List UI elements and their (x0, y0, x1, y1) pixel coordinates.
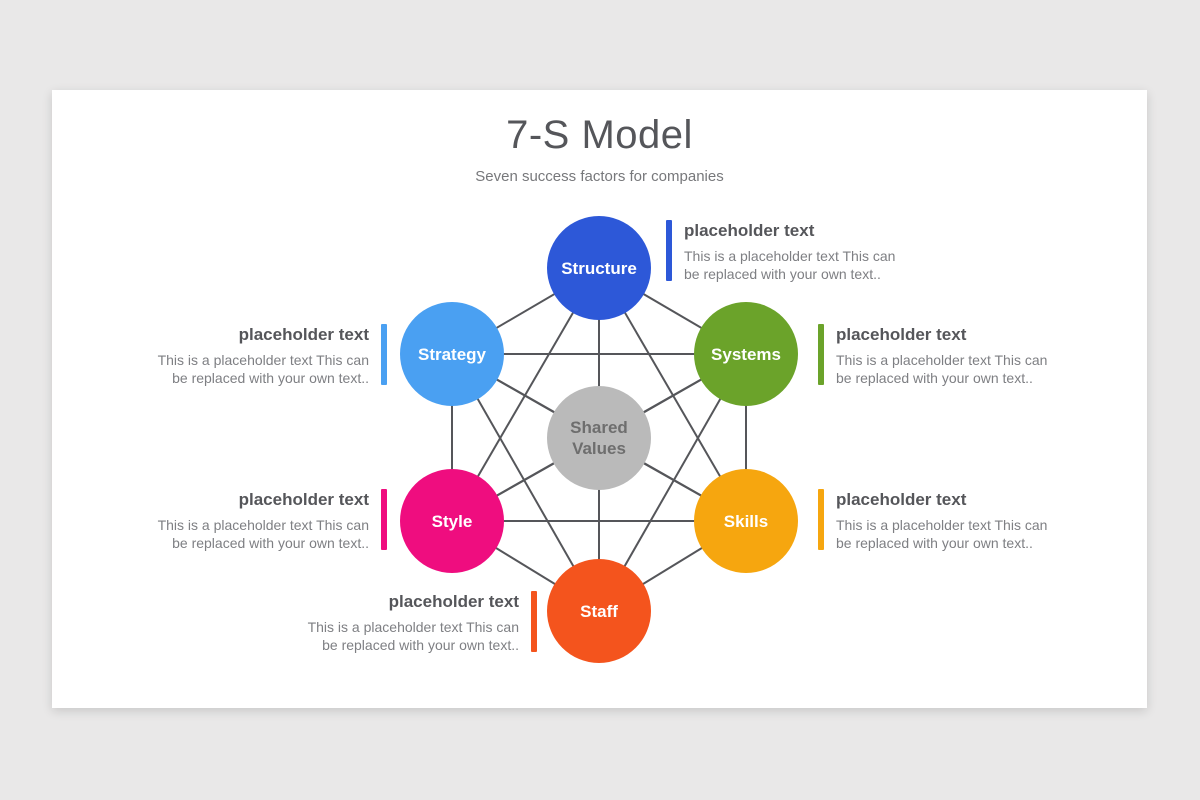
node-label: Staff (580, 601, 618, 621)
annotation-title: placeholder text (238, 490, 369, 509)
node-label: Skills (723, 511, 769, 531)
node-shared-values: Shared Values (547, 386, 651, 490)
slide-header: 7-S Model Seven success factors for comp… (52, 90, 1147, 187)
annotation-body-line2: be replaced with your own text.. (684, 266, 881, 282)
annotation-body-line2: be replaced with your own text.. (172, 370, 369, 386)
node-style: Style (400, 469, 504, 573)
node-systems: Systems (694, 302, 798, 406)
node-label: Strategy (417, 344, 487, 364)
node-strategy: Strategy (400, 302, 504, 406)
annotation-structure: placeholder text This is a placeholder t… (666, 220, 936, 283)
slide-subtitle: Seven success factors for companies (475, 168, 724, 185)
annotation-skills: placeholder text This is a placeholder t… (818, 489, 1088, 552)
annotation-body-line2: be replaced with your own text.. (322, 637, 519, 653)
annotation-accent-bar (381, 324, 387, 385)
annotation-title: placeholder text (836, 325, 967, 344)
annotation-accent-bar (818, 489, 824, 550)
annotation-staff: placeholder text This is a placeholder t… (267, 591, 537, 654)
annotation-body-line1: This is a placeholder text This can (157, 517, 369, 533)
annotation-systems: placeholder text This is a placeholder t… (818, 324, 1088, 387)
node-staff: Staff (547, 559, 651, 663)
annotation-accent-bar (818, 324, 824, 385)
node-structure: Structure (547, 216, 651, 320)
annotation-title: placeholder text (388, 592, 519, 611)
annotation-body-line1: This is a placeholder text This can (684, 248, 896, 264)
annotation-body-line2: be replaced with your own text.. (172, 535, 369, 551)
annotation-accent-bar (381, 489, 387, 550)
annotation-accent-bar (531, 591, 537, 652)
annotation-style: placeholder text This is a placeholder t… (117, 489, 387, 552)
annotation-accent-bar (666, 220, 672, 281)
node-label: Systems (711, 344, 781, 364)
annotation-body-line1: This is a placeholder text This can (836, 517, 1048, 533)
annotation-body-line1: This is a placeholder text This can (836, 352, 1048, 368)
node-skills: Skills (694, 469, 798, 573)
node-label: Structure (561, 258, 637, 278)
annotation-strategy: placeholder text This is a placeholder t… (117, 324, 387, 387)
annotation-body-line2: be replaced with your own text.. (836, 370, 1033, 386)
node-label: Shared Values (570, 418, 628, 458)
slide-title: 7-S Model (506, 113, 693, 157)
annotation-title: placeholder text (238, 325, 369, 344)
annotation-body-line1: This is a placeholder text This can (307, 619, 519, 635)
annotation-body-line1: This is a placeholder text This can (157, 352, 369, 368)
node-label: Style (431, 511, 473, 531)
annotation-body-line2: be replaced with your own text.. (836, 535, 1033, 551)
annotation-title: placeholder text (684, 221, 815, 240)
annotation-title: placeholder text (836, 490, 967, 509)
